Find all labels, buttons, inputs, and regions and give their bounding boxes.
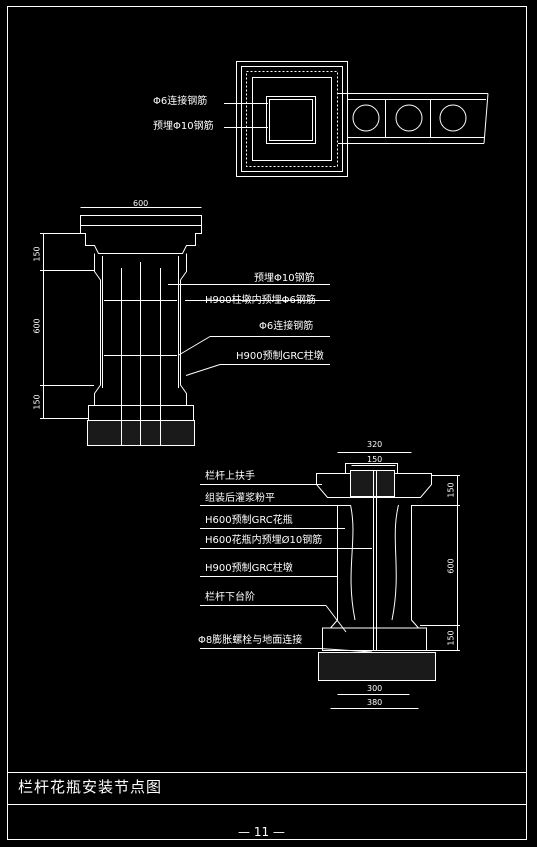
label-grc-pier-right: H900预制GRC柱墩	[205, 563, 293, 574]
label-connecting-rebar-6: Φ6连接钢筋	[153, 96, 208, 107]
dim-middle-height: 600	[32, 318, 42, 334]
dim-right-middle: 600	[446, 558, 456, 574]
plan-view	[224, 61, 489, 177]
label-mid-grc-pier: H900预制GRC柱墩	[236, 351, 324, 362]
dim-right-bottom: 150	[446, 630, 456, 646]
label-lower-step: 栏杆下台阶	[205, 592, 255, 603]
label-vase-rebar: H600花瓶内预埋Ø10钢筋	[205, 535, 323, 546]
label-grout: 组装后灌浆粉平	[205, 493, 275, 504]
label-mid-embedded-rebar: 预埋Φ10钢筋	[254, 273, 315, 284]
label-mid-connecting-rebar: Φ6连接钢筋	[259, 321, 314, 332]
dim-base-outer: 380	[367, 698, 383, 707]
drawing-title: 栏杆花瓶安装节点图	[18, 778, 163, 796]
dim-bottom-height: 150	[32, 394, 42, 410]
label-handrail: 栏杆上扶手	[205, 471, 255, 482]
page-number: — 11 —	[238, 825, 285, 839]
dim-base-inner: 300	[367, 684, 383, 693]
dim-top-height: 150	[32, 246, 42, 262]
drawing-border	[7, 6, 527, 840]
label-grc-vase: H600预制GRC花瓶	[205, 515, 293, 526]
dim-width: 600	[133, 199, 149, 208]
dim-right-top: 150	[446, 482, 456, 498]
label-mid-pier-rebar: H900柱墩内预埋Φ6钢筋	[205, 295, 316, 306]
label-embedded-rebar-10: 预埋Φ10钢筋	[153, 121, 214, 132]
dim-top-width: 320	[367, 440, 383, 449]
pier-elevation	[40, 207, 330, 446]
label-expansion-bolt: Φ8膨胀螺栓与地面连接	[198, 635, 303, 646]
vase-section	[200, 452, 460, 709]
dim-inner-width: 150	[367, 455, 383, 464]
